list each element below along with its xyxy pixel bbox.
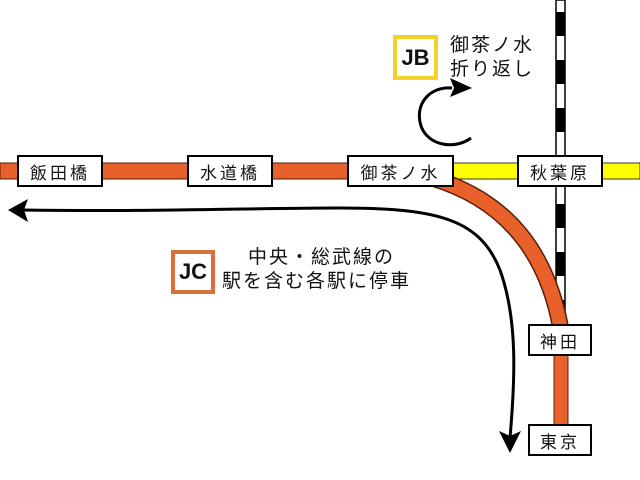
station-label: 御茶ノ水 bbox=[360, 163, 441, 184]
jb-note-line1: 御茶ノ水 bbox=[450, 34, 535, 56]
station-ochanomizu[interactable]: 御茶ノ水 bbox=[347, 155, 454, 187]
jc-code: JC bbox=[178, 259, 208, 284]
jb-note: 御茶ノ水 折り返し bbox=[450, 33, 534, 81]
track-stripe bbox=[556, 252, 565, 276]
station-suidobashi[interactable]: 水道橋 bbox=[187, 155, 273, 187]
station-label: 東京 bbox=[540, 432, 580, 453]
jb-code: JB bbox=[401, 44, 430, 70]
turnaround-arrowhead-icon bbox=[450, 78, 472, 97]
station-akihabara[interactable]: 秋葉原 bbox=[517, 155, 603, 187]
station-tokyo[interactable]: 東京 bbox=[528, 424, 592, 456]
station-label: 飯田橋 bbox=[30, 163, 90, 184]
jc-note-line2: 駅を含む各駅に停車 bbox=[222, 270, 412, 292]
jb-note-line2: 折り返し bbox=[450, 58, 535, 80]
station-label: 水道橋 bbox=[200, 163, 260, 184]
turnaround-arrow bbox=[417, 86, 472, 147]
station-label: 神田 bbox=[540, 332, 580, 353]
track-stripe bbox=[556, 60, 565, 84]
track-stripe bbox=[556, 108, 565, 132]
station-iidabashi[interactable]: 飯田橋 bbox=[17, 155, 103, 187]
station-label: 秋葉原 bbox=[530, 163, 590, 184]
arrowhead-west-icon bbox=[8, 199, 28, 222]
jc-note-line1: 中央・総武線の bbox=[248, 246, 396, 268]
station-kanda[interactable]: 神田 bbox=[528, 324, 592, 356]
jb-line-badge: JB bbox=[393, 35, 438, 80]
travel-direction-arrow bbox=[21, 206, 516, 439]
arrowhead-south-icon bbox=[499, 431, 521, 453]
jc-note: 中央・総武線の 駅を含む各駅に停車 bbox=[222, 245, 411, 293]
track-stripe bbox=[556, 12, 565, 36]
track-stripe bbox=[556, 204, 565, 228]
jc-line-badge: JC bbox=[171, 250, 215, 294]
